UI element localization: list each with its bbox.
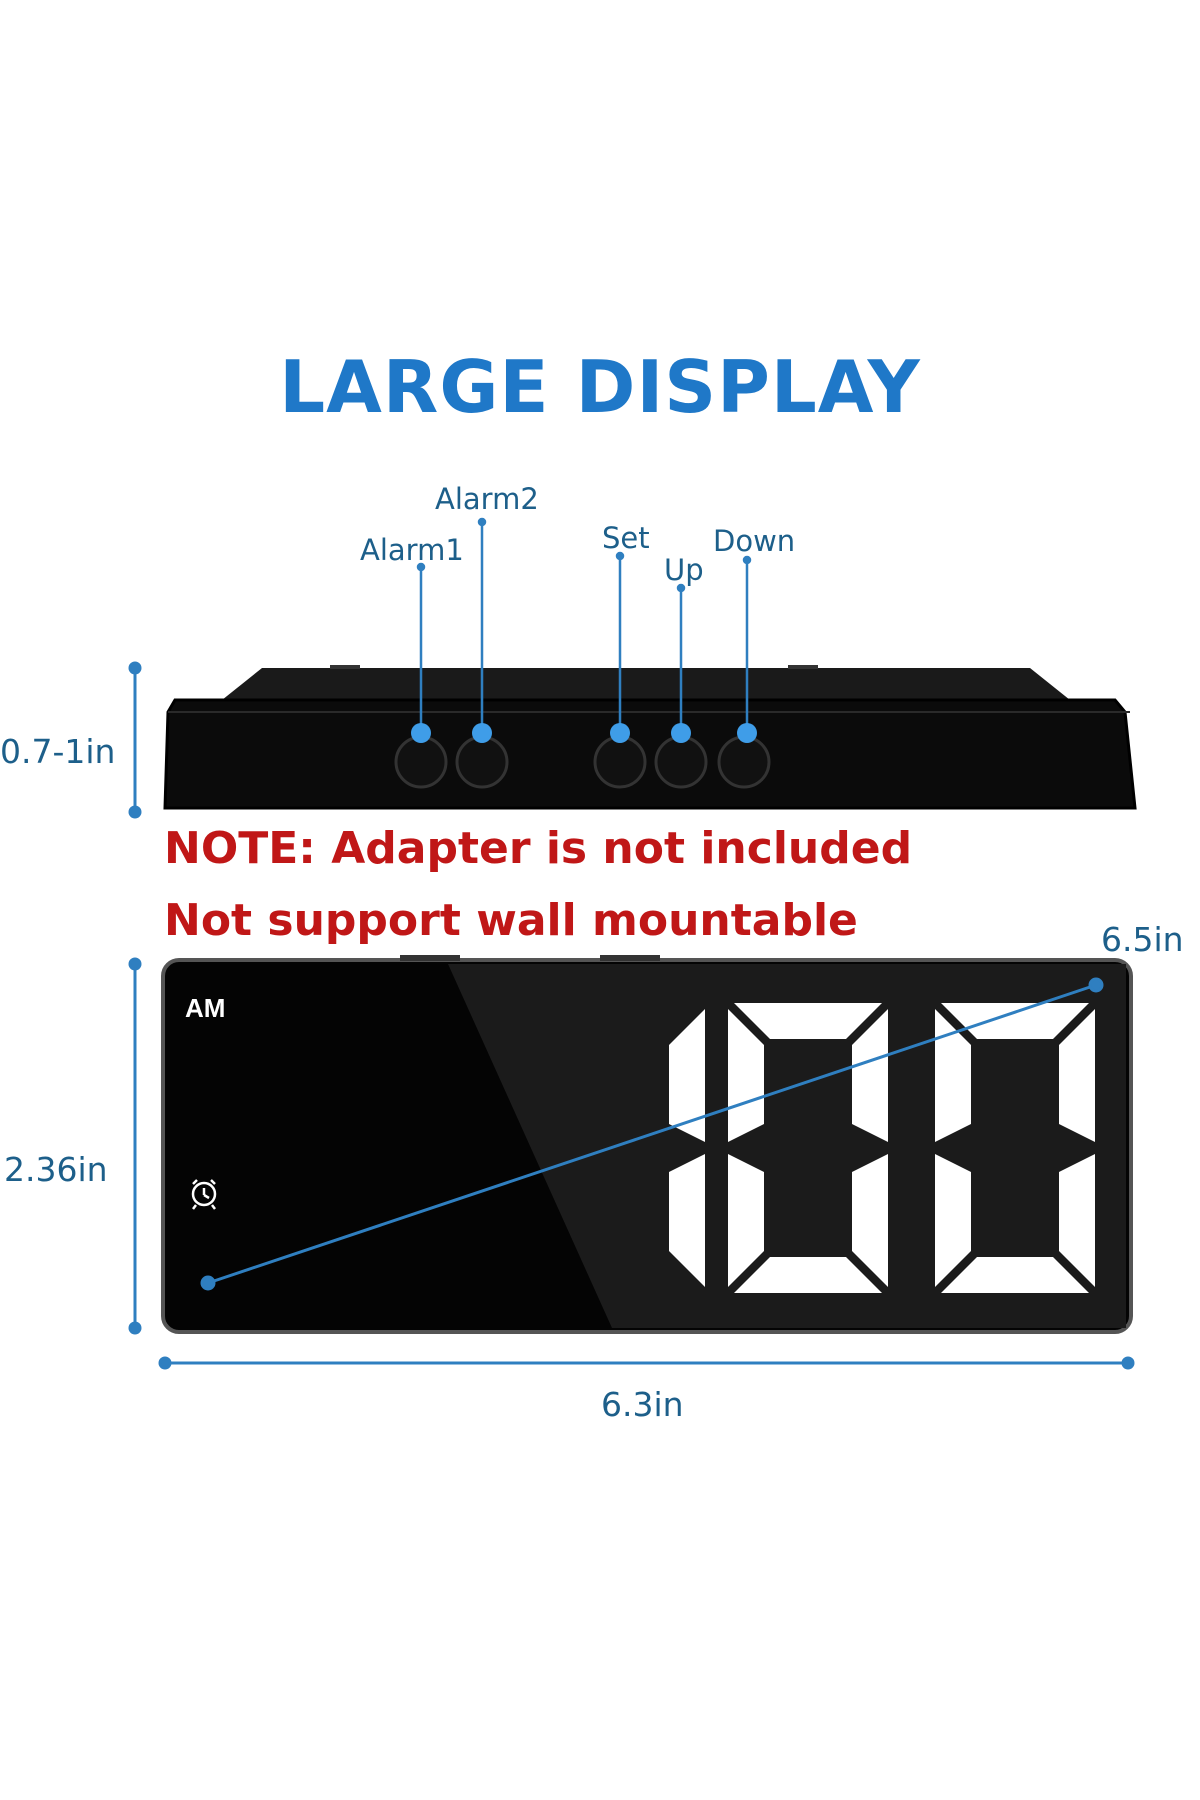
height-dimension-line — [128, 957, 142, 1335]
page-title: LARGE DISPLAY — [279, 345, 921, 429]
clock-top-view — [163, 665, 1137, 810]
digit-segment-f — [935, 1009, 971, 1142]
digit-segment-c — [1059, 1154, 1095, 1287]
am-indicator: AM — [185, 993, 226, 1023]
width-dimension-line — [158, 1356, 1135, 1370]
digit-segment-b — [669, 1009, 705, 1142]
depth-dimension-line — [128, 661, 142, 819]
set-label: Set — [602, 521, 650, 555]
button-leader-lines — [411, 517, 757, 743]
diagonal-dimension-label: 6.5in — [1101, 920, 1184, 959]
digit-segment-e — [935, 1154, 971, 1287]
digit-segment-c — [852, 1154, 888, 1287]
diagonal-dimension-line — [200, 977, 1104, 1291]
depth-dimension-label: 0.7-1in — [0, 732, 116, 771]
wall-mount-note: Not support wall mountable — [164, 895, 858, 946]
colon-dot — [670, 1077, 696, 1103]
digit-segment-b — [852, 1009, 888, 1142]
alarm2-button-shape — [455, 735, 509, 789]
digit-segment-f — [728, 1009, 764, 1142]
digit-segment-e — [728, 1154, 764, 1287]
alarm1-label: Alarm1 — [360, 533, 464, 567]
digit-segment-a — [734, 1003, 882, 1039]
alarm-clock-icon — [191, 1179, 217, 1210]
digit-segment-d — [941, 1257, 1089, 1293]
digit-segment-b — [1059, 1009, 1095, 1142]
down-button-shape — [717, 735, 771, 789]
digit-segment-d — [734, 1257, 882, 1293]
colon-dot — [670, 1175, 696, 1201]
height-dimension-label: 2.36in — [4, 1150, 108, 1189]
alarm1-button-shape — [394, 735, 448, 789]
width-dimension-label: 6.3in — [601, 1385, 684, 1424]
alarm2-label: Alarm2 — [435, 482, 539, 516]
set-button-shape — [593, 735, 647, 789]
up-button-shape — [654, 735, 708, 789]
down-label: Down — [713, 524, 796, 558]
up-label: Up — [664, 553, 704, 587]
digit-segment-a — [941, 1003, 1089, 1039]
adapter-note: NOTE: Adapter is not included — [164, 823, 913, 874]
control-buttons — [394, 735, 771, 789]
seven-segment-display — [669, 1003, 1095, 1293]
